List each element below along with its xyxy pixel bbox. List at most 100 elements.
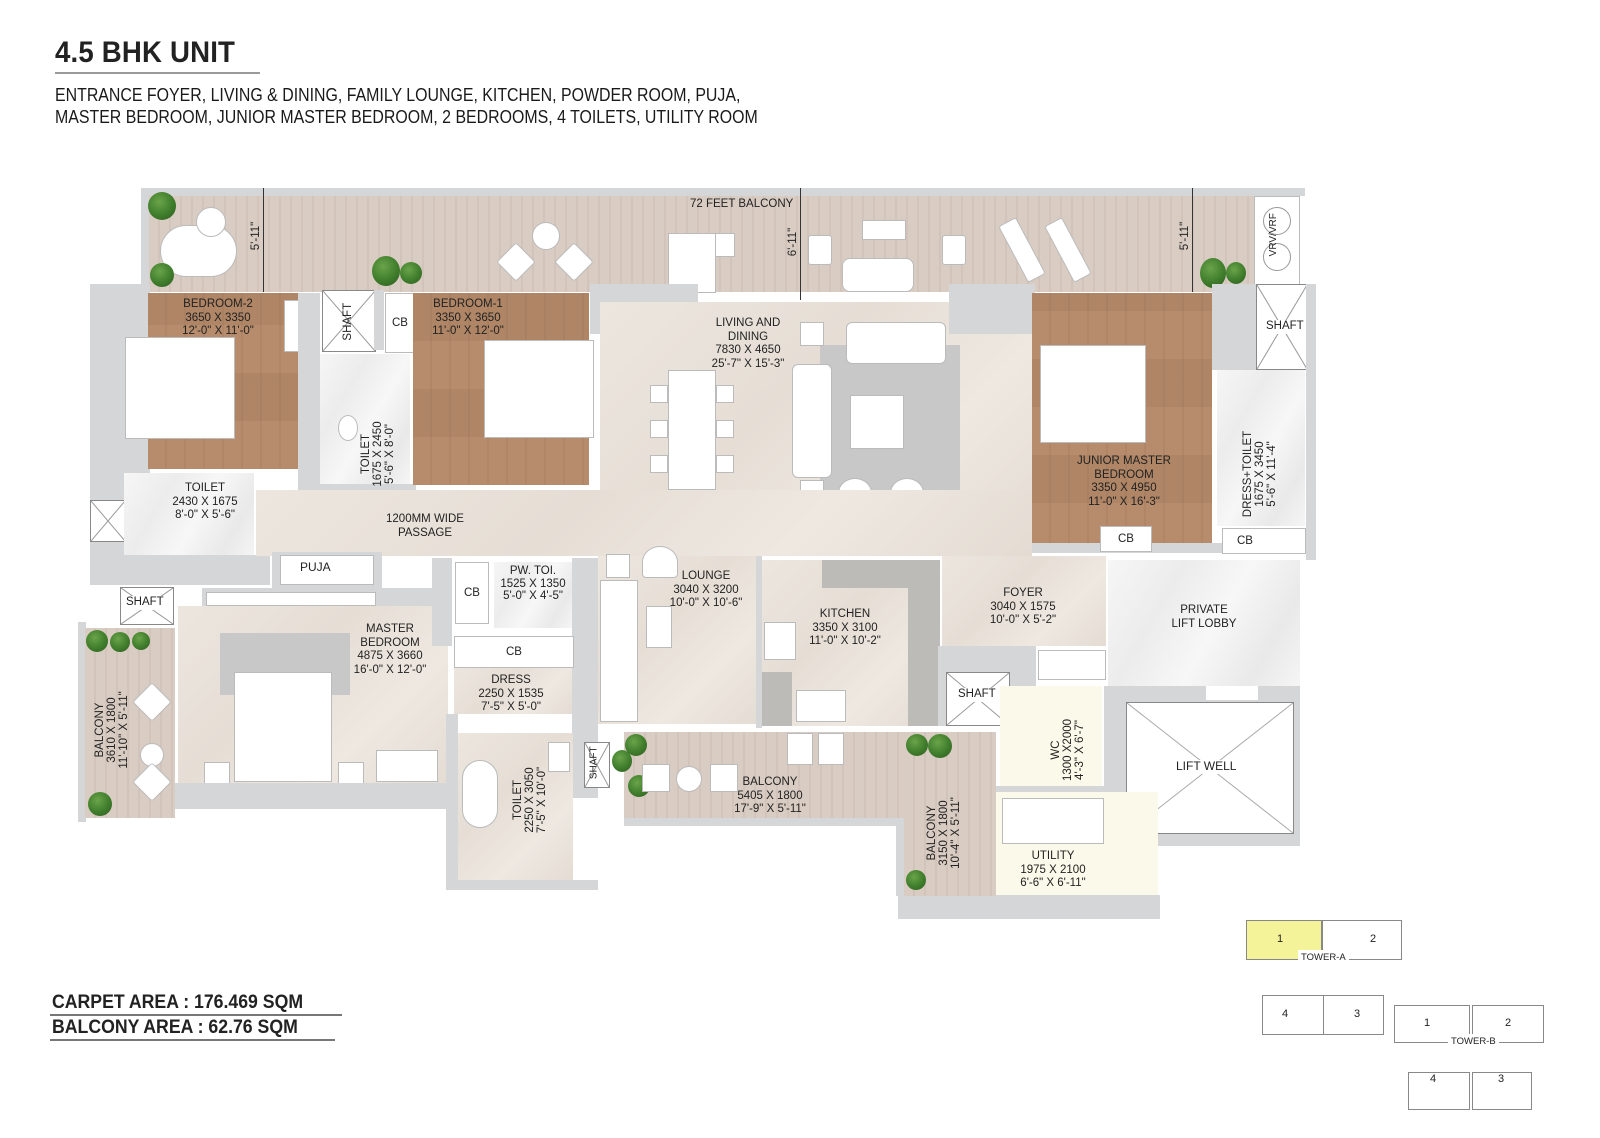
room-dims-mm: 1975 X 2100 (1020, 863, 1086, 876)
room-name: UTILITY (1031, 850, 1075, 862)
bathtub (462, 760, 498, 828)
tower-b-unit-3[interactable] (1472, 1072, 1532, 1110)
passage-label: 1200MM WIDE PASSAGE (375, 513, 475, 540)
foyer (942, 556, 1106, 646)
balcony-label: 72 FEET BALCONY (690, 198, 794, 210)
tower-b-unit-4[interactable] (1408, 1072, 1470, 1110)
room-dims-ft: 16'-0" X 12'-0" (353, 663, 427, 676)
dimension-line (1192, 188, 1193, 292)
room-name: MASTER (366, 623, 414, 635)
room-name: KITCHEN (819, 608, 871, 620)
cupboard: CB (454, 636, 574, 668)
dining-chair (650, 385, 668, 403)
bar-counter (715, 233, 735, 257)
armchair (642, 546, 678, 578)
passage-width: 1200MM WIDE (386, 513, 464, 525)
room-name: TOILET (184, 482, 226, 494)
room-dims-mm: 3040 X 3200 (673, 583, 739, 596)
carpet-area: CARPET AREA : 176.469 SQM (52, 992, 304, 1013)
cb-label: CB (1237, 535, 1253, 547)
vrv-unit (1254, 196, 1300, 286)
bed (1002, 798, 1104, 844)
passage-name: PASSAGE (397, 526, 453, 539)
wc-icon (338, 415, 358, 441)
wall (446, 714, 458, 889)
bar-counter (668, 233, 716, 293)
unit-number: 1 (1424, 1017, 1431, 1029)
wall (316, 484, 416, 492)
unit-number: 3 (1354, 1008, 1361, 1020)
tower-a-unit-4[interactable] (1262, 995, 1324, 1035)
cupboard: CB (1222, 528, 1306, 554)
cb-label: CB (464, 587, 480, 599)
room-dims-ft: 10'-0" X 10'-6" (669, 597, 743, 609)
wall (446, 880, 598, 890)
plant-icon (400, 262, 422, 284)
side-table (800, 322, 824, 346)
fan-icon (1263, 243, 1291, 271)
unit-number: 2 (1505, 1017, 1512, 1029)
plant-icon (150, 263, 174, 287)
plant-icon (612, 750, 632, 772)
puja-label: PUJA (300, 560, 331, 574)
dimension-line (263, 188, 264, 292)
room-label: UTILITY 1975 X 2100 6'-6" X 6'-11" (1008, 850, 1098, 891)
room-label: PRIVATE LIFT LOBBY (1156, 604, 1252, 631)
room-dims-mm: 3040 X 1575 (990, 600, 1056, 613)
room-name: DRESS (491, 674, 531, 686)
wall (949, 284, 1035, 334)
plant-icon (1200, 258, 1226, 288)
puja-room (280, 555, 374, 585)
tower-label: TOWER-A (1298, 950, 1349, 965)
room-name: PW. TOI. (509, 565, 557, 577)
room-dims-ft: 8'-0" X 5'-6" (175, 509, 235, 521)
title-underline (55, 72, 260, 74)
balcony-parapet (141, 188, 1305, 196)
dining-chair (716, 455, 734, 473)
room-label: KITCHEN 3350 X 3100 11'-0" X 10'-2" (800, 608, 890, 649)
balcony-area: BALCONY AREA : 62.76 SQM (52, 1017, 298, 1038)
kitchen-counter (908, 560, 940, 726)
room-label: LIVING AND DINING 7830 X 4650 25'-7" X 1… (700, 317, 796, 371)
unit-number: 2 (1370, 933, 1377, 945)
wall (896, 826, 904, 896)
tower-a-unit-2[interactable] (1322, 920, 1402, 960)
armchair (808, 235, 832, 265)
room-dims-mm: 2430 X 1675 (172, 495, 238, 508)
wall (90, 555, 270, 585)
private-lift-lobby (1108, 560, 1300, 686)
plant-icon (906, 870, 926, 890)
side-table (196, 207, 226, 237)
room-name: FOYER (1003, 587, 1043, 599)
wall (1212, 284, 1256, 370)
armchair (710, 764, 738, 792)
room-name: LIFT LOBBY (1171, 617, 1237, 630)
dimension-line (800, 188, 801, 300)
dining-chair (716, 420, 734, 438)
room-name: BEDROOM (1094, 468, 1154, 481)
plant-icon (148, 192, 176, 220)
wall (756, 556, 762, 728)
room-dims-mm: 5405 X 1800 (737, 789, 803, 802)
plant-icon (86, 630, 108, 652)
room-dims-mm: 7830 X 4650 (715, 344, 781, 356)
room-dims-mm: 1525 X 1350 (500, 577, 566, 590)
balcony-area-underline (50, 1039, 335, 1041)
sofa (792, 364, 832, 478)
room-name: BEDROOM-2 (183, 298, 253, 310)
room-name: LIVING AND (715, 317, 781, 329)
unit-number: 4 (1282, 1008, 1289, 1020)
cb-label: CB (392, 317, 408, 329)
room-label: DRESS 2250 X 1535 7'-5" X 5'-0" (466, 674, 556, 715)
lift-door (1206, 686, 1258, 700)
tower-a-unit-3[interactable] (1322, 995, 1384, 1035)
tower-b-unit-2[interactable] (1472, 1005, 1544, 1043)
shaft-label: SHAFT (126, 596, 164, 610)
plant-icon (928, 734, 952, 758)
outdoor-chair (818, 733, 844, 765)
dining-chair (650, 420, 668, 438)
room-label: JUNIOR MASTER BEDROOM 3350 X 4950 11'-0"… (1076, 455, 1172, 509)
sofa (842, 258, 914, 292)
